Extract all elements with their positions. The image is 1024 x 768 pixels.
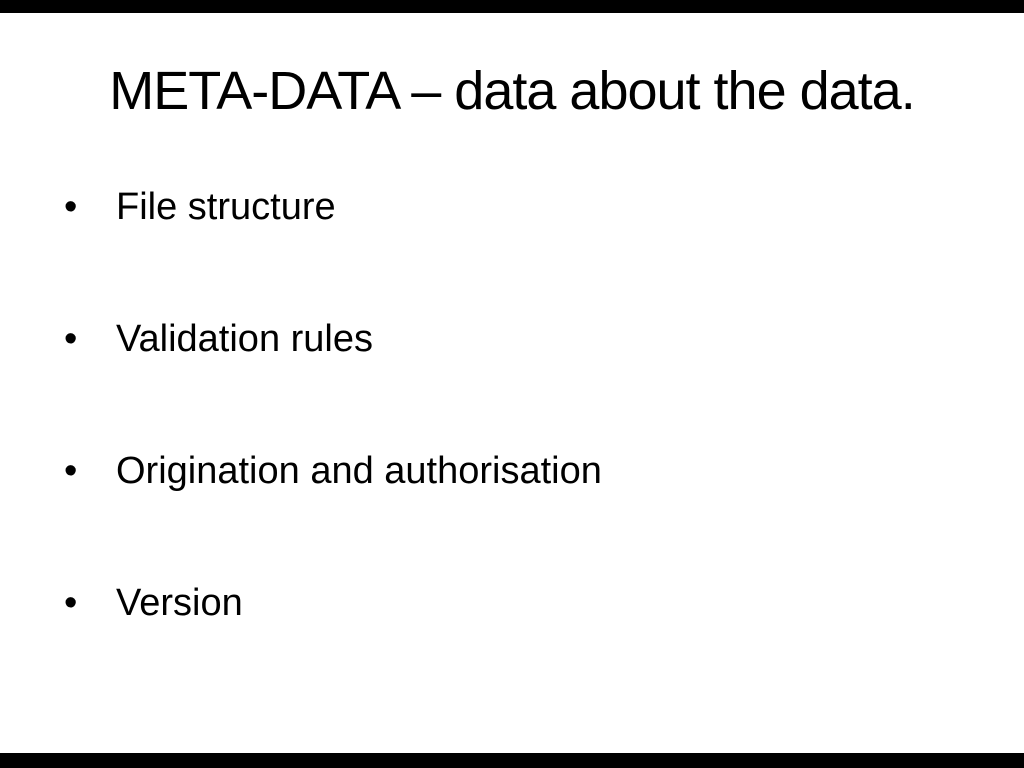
bullet-item-file-structure: • File structure <box>64 185 964 229</box>
letterbox-bottom-bar <box>0 753 1024 768</box>
bullet-dot-icon: • <box>64 582 78 624</box>
bullet-label: Version <box>116 582 243 624</box>
bullet-item-validation-rules: • Validation rules <box>64 317 964 361</box>
bullet-item-origination-authorisation: • Origination and authorisation <box>64 449 964 493</box>
letterbox-top-bar <box>0 0 1024 13</box>
bullet-dot-icon: • <box>64 450 78 492</box>
bullet-item-version: • Version <box>64 581 964 625</box>
bullet-list: • File structure • Validation rules • Or… <box>64 185 964 713</box>
bullet-label: File structure <box>116 186 336 228</box>
bullet-label: Validation rules <box>116 318 374 360</box>
bullet-label: Origination and authorisation <box>116 450 602 492</box>
slide-title: META-DATA – data about the data. <box>109 61 915 121</box>
bullet-dot-icon: • <box>64 186 78 228</box>
bullet-dot-icon: • <box>64 318 78 360</box>
